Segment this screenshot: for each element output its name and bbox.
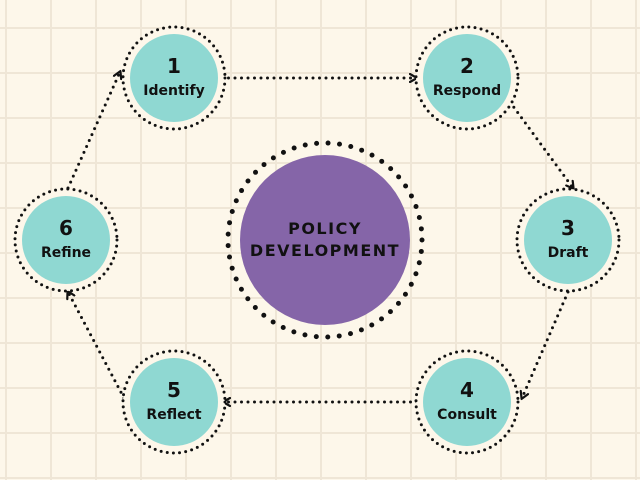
center-node: POLICY DEVELOPMENT <box>225 140 425 340</box>
step-label: Identify <box>143 83 204 99</box>
step-circle <box>524 196 612 284</box>
step-circle <box>423 358 511 446</box>
step-circle <box>423 34 511 122</box>
step-number: 1 <box>167 54 181 78</box>
arrow-5-to-6 <box>68 292 126 400</box>
step-label: Consult <box>437 407 497 423</box>
step-label: Draft <box>548 245 589 261</box>
step-number: 3 <box>561 216 575 240</box>
step-label: Respond <box>433 83 501 99</box>
step-circle <box>22 196 110 284</box>
center-title-line1: POLICY <box>288 219 362 238</box>
arrow-3-to-4 <box>522 290 570 398</box>
arrow-2-to-3 <box>508 100 573 188</box>
step-number: 5 <box>167 378 181 402</box>
center-title-line2: DEVELOPMENT <box>250 241 400 260</box>
step-number: 2 <box>460 54 474 78</box>
step-label: Reflect <box>146 407 201 423</box>
step-number: 4 <box>460 378 474 402</box>
arrow-6-to-1 <box>66 72 120 190</box>
step-number: 6 <box>59 216 73 240</box>
step-label: Refine <box>41 245 91 261</box>
step-circle <box>130 34 218 122</box>
center-circle <box>240 155 410 325</box>
step-circle <box>130 358 218 446</box>
center-dotted-ring <box>225 140 425 340</box>
